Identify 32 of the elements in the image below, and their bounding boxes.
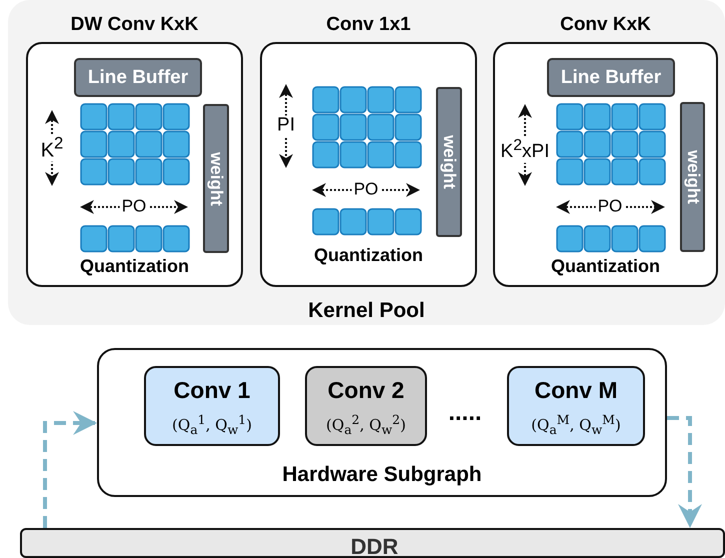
quantization-label: Quantization: [313, 245, 424, 266]
layer-name: Conv 2: [326, 377, 406, 404]
kernel-title: DW Conv KxK: [70, 14, 200, 36]
quant-bits: (Q$_{a}$$^{2}$, Q$_{w}$$^{2}$): [325, 412, 407, 437]
dashed-arrow: [667, 416, 702, 528]
quant-bits: (Q$_{a}$$^{M}$, Q$_{w}$$^{M}$): [530, 412, 622, 437]
conv-layer-box: [507, 366, 645, 446]
panel-title: Kernel Pool: [307, 299, 426, 323]
quantization-label: Quantization: [550, 256, 661, 277]
subgraph-box: [97, 348, 667, 497]
weight-label: weight: [439, 135, 459, 189]
memory-bar: [20, 528, 725, 558]
weight-bar: [436, 87, 462, 237]
weight-bar: [203, 104, 229, 253]
kernel-title: Conv KxK: [559, 14, 652, 36]
quantization-label: Quantization: [79, 256, 190, 277]
dashed-arrow: [43, 411, 97, 528]
layer-name: Conv 1: [172, 377, 252, 404]
line-buffer-bar: [74, 58, 202, 97]
layer-name: Conv M: [533, 377, 619, 404]
line-buffer-bar: [547, 58, 675, 97]
quant-bits: (Q$_{a}$$^{1}$, Q$_{w}$$^{1}$): [171, 412, 253, 437]
conv-layer-box: [144, 366, 280, 446]
weight-bar: [680, 102, 705, 252]
weight-label: weight: [206, 152, 226, 206]
buffer-label: Line Buffer: [86, 67, 190, 89]
conv-layer-box: [305, 366, 427, 446]
buffer-label: Line Buffer: [560, 67, 662, 89]
weight-label: weight: [682, 150, 702, 204]
kernel-title: Conv 1x1: [325, 14, 412, 36]
subgraph-title: Hardware Subgraph: [281, 463, 483, 487]
memory-label: DDR: [350, 534, 400, 558]
